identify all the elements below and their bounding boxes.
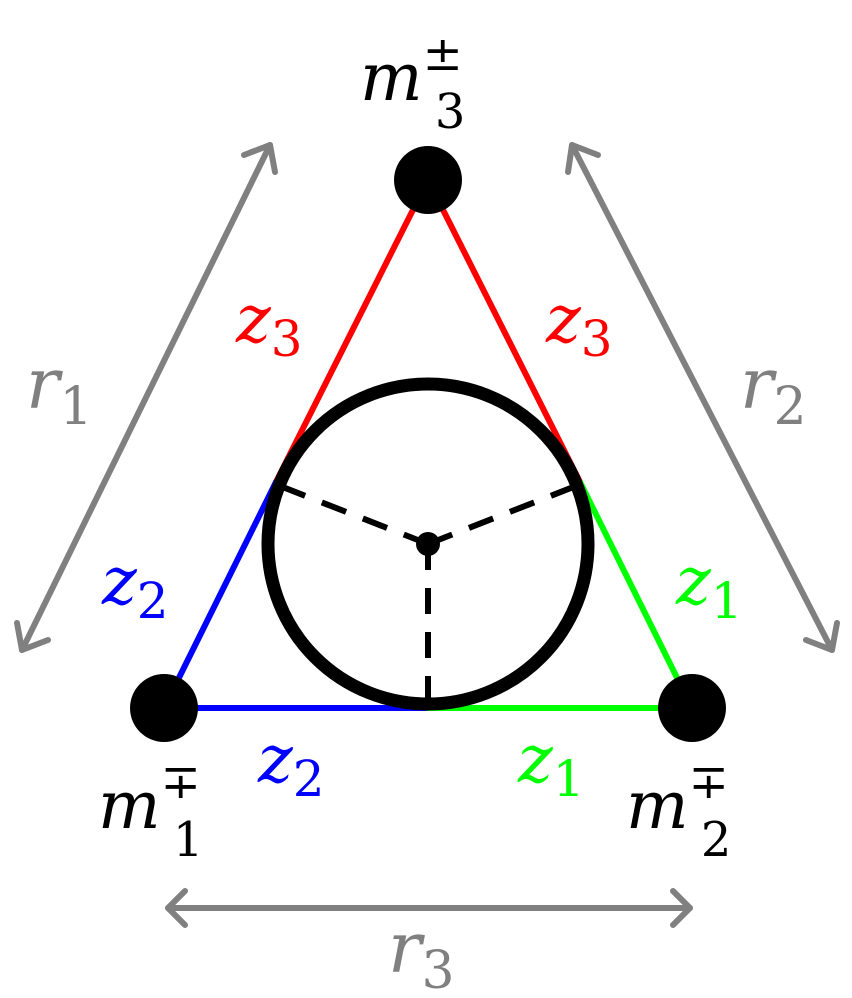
r2-arrow — [565, 142, 840, 653]
incircle — [261, 377, 595, 711]
z1-right-segment — [577, 479, 695, 711]
mass-m2-dot — [658, 674, 726, 742]
mass-m1-label: m∓1 — [98, 754, 203, 868]
r3-label: r3 — [388, 907, 455, 998]
triangle-edges — [161, 177, 695, 711]
r3-arrow — [165, 888, 693, 928]
r2-label: r2 — [740, 343, 807, 437]
z3-right-segment — [425, 177, 583, 485]
z1-bottom-label: z1 — [517, 721, 585, 808]
mass-m3-dot — [394, 146, 462, 214]
z3-left-segment — [273, 177, 431, 485]
r1-arrow — [14, 142, 278, 653]
mass-m1-dot — [130, 674, 198, 742]
z1-right-label: z1 — [675, 543, 743, 630]
z3-right-label: z3 — [545, 281, 613, 368]
radius-left — [278, 483, 430, 547]
z2-bottom-label: z2 — [257, 721, 325, 808]
mass-m3-label: m±3 — [360, 26, 465, 140]
r1-label: r1 — [26, 343, 93, 437]
mass-m2-label: m∓2 — [626, 754, 731, 868]
incircle-center-dot — [416, 532, 440, 556]
distance-arrows — [14, 142, 840, 928]
radius-right — [426, 483, 578, 547]
dashed-radii — [278, 483, 578, 700]
z3-left-label: z3 — [235, 281, 303, 368]
z2-left-label: z2 — [101, 543, 169, 630]
z2-left-segment — [161, 479, 279, 711]
